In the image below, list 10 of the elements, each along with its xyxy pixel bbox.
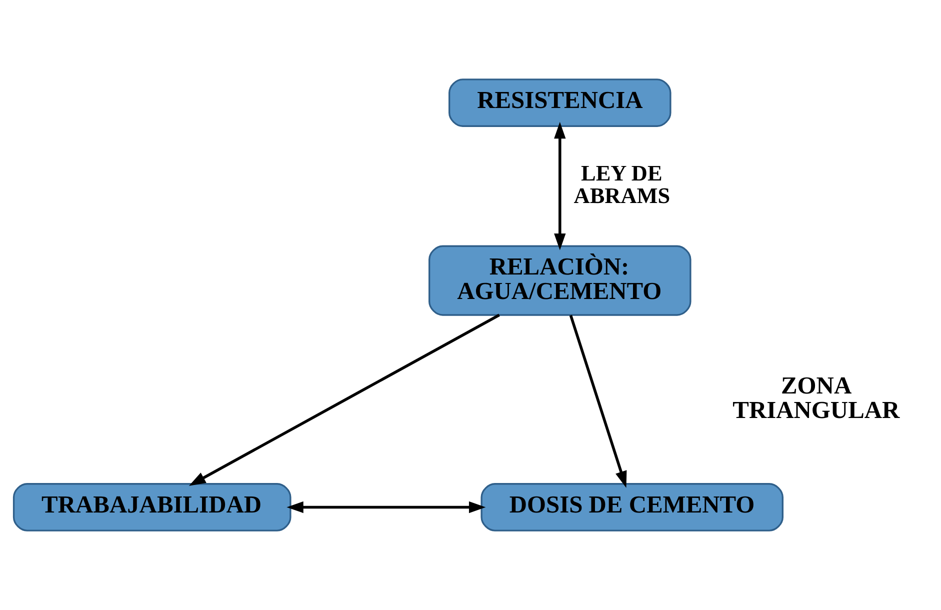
label: ZONA TRIANGULAR [732,372,900,424]
node-box: RELACIÒN: AGUA/CEMENTO [428,245,691,316]
node-box: RESISTENCIA [448,78,671,127]
edge-label: LEY DE ABRAMS [573,160,670,208]
node-box: DOSIS DE CEMENTO [480,483,783,532]
arrow [568,314,626,488]
arrow [554,122,566,250]
node-box: TRABAJABILIDAD [12,483,291,532]
arrow [286,501,486,514]
arrow [188,314,500,486]
